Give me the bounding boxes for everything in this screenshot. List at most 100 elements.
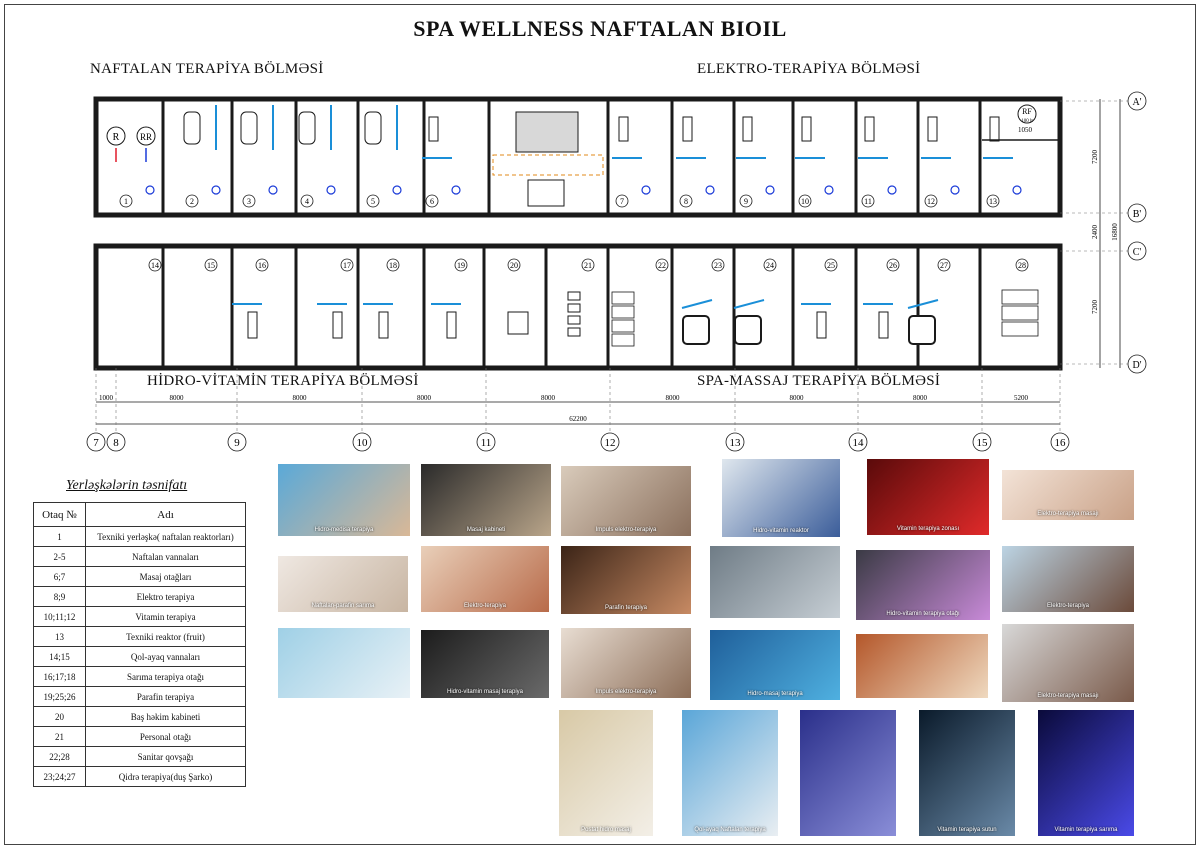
side-total-dimension: 16800 xyxy=(1111,223,1119,241)
treatment-bed-icon xyxy=(801,116,812,142)
hydro-bath-icon xyxy=(682,315,710,345)
room-number-circle xyxy=(937,258,951,272)
room-number-circle xyxy=(340,258,354,272)
legend-room-name: Sarıma terapiya otağı xyxy=(85,666,246,687)
chair-icon xyxy=(567,327,581,337)
sink-icon xyxy=(950,185,960,195)
room-number-circle xyxy=(986,194,1000,208)
gallery-photo: Elektro-terapiya xyxy=(1002,546,1134,612)
legend-room-number: 10;11;12 xyxy=(33,606,86,627)
room-number-circle xyxy=(300,194,314,208)
grid-axis-bubble xyxy=(1127,203,1147,223)
gallery-photo: Vitamin terapiya zonası xyxy=(867,459,989,535)
fruit-reactor-icon xyxy=(1017,104,1037,124)
toilet-stall-icon xyxy=(1001,321,1039,337)
photo-caption: Elektro-terapiya masajı xyxy=(1037,693,1099,699)
legend-title: Yerləşkələrin təsnifatı xyxy=(66,478,188,493)
chair-icon xyxy=(567,291,581,301)
room-number-circle xyxy=(119,194,133,208)
sink-icon xyxy=(705,185,715,195)
section-label-hidro: HİDRO-VİTAMİN TERAPİYA BÖLMƏSİ xyxy=(147,373,419,389)
room-number: 2 xyxy=(190,197,194,206)
hydro-bath-icon xyxy=(908,315,936,345)
room-number: 20 xyxy=(510,261,518,270)
gallery-photo: Postat hidro masaj xyxy=(559,710,653,836)
room-number: 26 xyxy=(889,261,897,270)
side-dimension: 7200 xyxy=(1091,300,1099,315)
grid-axis-label: A' xyxy=(1132,97,1141,108)
gallery-photo: Hidro-masaj terapiya xyxy=(710,630,840,700)
grid-axis-label: 11 xyxy=(481,437,492,449)
room-number-circle xyxy=(679,194,693,208)
toilet-stall-icon xyxy=(611,333,635,347)
room-number: 10 xyxy=(801,197,809,206)
sink-icon xyxy=(1012,185,1022,195)
legend-room-name: Qol-ayaq vannaları xyxy=(85,646,246,667)
room-number-circle xyxy=(763,258,777,272)
treatment-bed-icon xyxy=(989,116,1000,142)
desk-icon xyxy=(507,311,529,335)
sink-icon xyxy=(824,185,834,195)
sink-icon xyxy=(268,185,278,195)
section-label-elektro: ELEKTRO-TERAPİYA BÖLMƏSİ xyxy=(697,61,921,77)
sheet-title: SPA WELLNESS NAFTALAN BIOIL xyxy=(413,16,787,41)
fruit-reactor-label: RF xyxy=(1022,107,1032,116)
legend-room-number: 8;9 xyxy=(33,586,86,607)
grid-axis-bubble xyxy=(848,432,868,452)
room-number-circle xyxy=(185,194,199,208)
treatment-bed-icon xyxy=(742,116,753,142)
span-dimension: 5200 xyxy=(1014,394,1029,402)
hydro-bath-icon xyxy=(734,315,762,345)
grid-axis-label: 10 xyxy=(357,437,369,449)
room-number: 7 xyxy=(620,197,624,206)
sheet-border xyxy=(4,4,1196,845)
shower-rail-icon xyxy=(907,299,939,309)
photo-caption: Hidro-vitamin reaktor xyxy=(753,528,809,534)
bathtub-icon xyxy=(240,111,258,145)
gallery-photo xyxy=(710,546,840,618)
grid-axis-label: 12 xyxy=(605,437,616,449)
total-dimension: 62200 xyxy=(569,415,587,423)
treatment-bed-icon xyxy=(927,116,938,142)
grid-axis-bubble xyxy=(725,432,745,452)
legend-room-name: Parafin terapiya xyxy=(85,686,246,707)
room-number: 21 xyxy=(584,261,592,270)
sink-icon xyxy=(641,185,651,195)
room-number: 27 xyxy=(940,261,948,270)
room-number: 28 xyxy=(1018,261,1026,270)
span-dimension: 8000 xyxy=(541,394,556,402)
legend-room-name: Masaj otağları xyxy=(85,566,246,587)
gallery-photo: Impuls elektro-terapiya xyxy=(561,466,691,536)
photo-caption: Hidro-masaj terapiya xyxy=(747,691,803,697)
grid-axis-bubble xyxy=(1127,241,1147,261)
treatment-bed-icon xyxy=(446,311,457,339)
room-number-circle xyxy=(242,194,256,208)
grid-axis-bubble xyxy=(1127,354,1147,374)
shower-rail-icon xyxy=(681,299,713,309)
photo-caption: Vitamin terapiya sarıma xyxy=(1054,827,1118,833)
gallery-photo: Hidro-vitamin masaj terapiya xyxy=(421,630,549,698)
photo-caption: Elektro-terapiya masajı xyxy=(1037,511,1099,517)
legend-room-number: 1 xyxy=(33,526,86,547)
gallery-photo: Hidro-medisa terapiya xyxy=(278,464,410,536)
room-number-circle xyxy=(1015,258,1029,272)
treatment-bed-icon xyxy=(878,311,889,339)
span-dimension: 1000 xyxy=(99,394,114,402)
legend-room-name: Vitamin terapiya xyxy=(85,606,246,627)
gallery-photo: Naftalan-parafin sarıma xyxy=(278,556,408,612)
grid-axis-label: D' xyxy=(1132,360,1141,371)
toilet-stall-icon xyxy=(611,319,635,333)
legend-room-name: Qidrə terapiya(duş Şarko) xyxy=(85,766,246,787)
room-number: 5 xyxy=(371,197,375,206)
room-number-circle xyxy=(148,258,162,272)
span-dimension: 8000 xyxy=(417,394,432,402)
grid-axis-bubble xyxy=(1050,432,1070,452)
toilet-stall-icon xyxy=(611,291,635,305)
room-number-circle xyxy=(711,258,725,272)
bathtub-icon xyxy=(298,111,316,145)
room-number-circle xyxy=(581,258,595,272)
span-dimension: 8000 xyxy=(666,394,681,402)
